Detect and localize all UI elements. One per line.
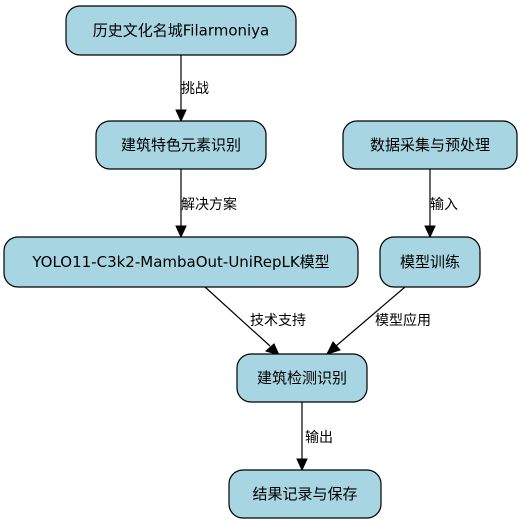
edge-challenge: 挑战	[175, 55, 209, 123]
edge-solution: 解决方案	[175, 169, 237, 239]
node-results-label: 结果记录与保存	[252, 485, 357, 503]
node-results: 结果记录与保存	[228, 469, 382, 519]
edge-label-model-application: 模型应用	[375, 312, 431, 329]
edge-label-output: 输出	[305, 430, 333, 446]
edge-label-challenge: 挑战	[181, 81, 209, 97]
edge-input: 输入	[424, 169, 458, 239]
node-data-collection-label: 数据采集与预处理	[370, 136, 490, 154]
node-training-label: 模型训练	[400, 253, 460, 271]
node-heritage-city-label: 历史文化名城Filarmoniya	[93, 22, 270, 40]
node-model: YOLO11-C3k2-MambaOut-UniRepLK模型	[3, 236, 359, 288]
node-element-recognition: 建筑特色元素识别	[95, 120, 267, 170]
node-detection-label: 建筑检测识别	[257, 369, 347, 387]
edge-output: 输出	[296, 402, 333, 472]
node-heritage-city: 历史文化名城Filarmoniya	[65, 5, 297, 56]
node-detection: 建筑检测识别	[236, 353, 368, 403]
edge-label-tech-support: 技术支持	[250, 313, 306, 329]
node-model-label: YOLO11-C3k2-MambaOut-UniRepLK模型	[31, 253, 329, 271]
node-training: 模型训练	[379, 236, 481, 288]
edge-tech-support: 技术支持	[204, 286, 306, 356]
edge-model-application: 模型应用	[326, 286, 431, 355]
node-data-collection: 数据采集与预处理	[342, 120, 518, 170]
node-element-recognition-label: 建筑特色元素识别	[121, 136, 241, 154]
edge-label-solution: 解决方案	[181, 196, 237, 213]
edge-label-input: 输入	[430, 197, 458, 213]
